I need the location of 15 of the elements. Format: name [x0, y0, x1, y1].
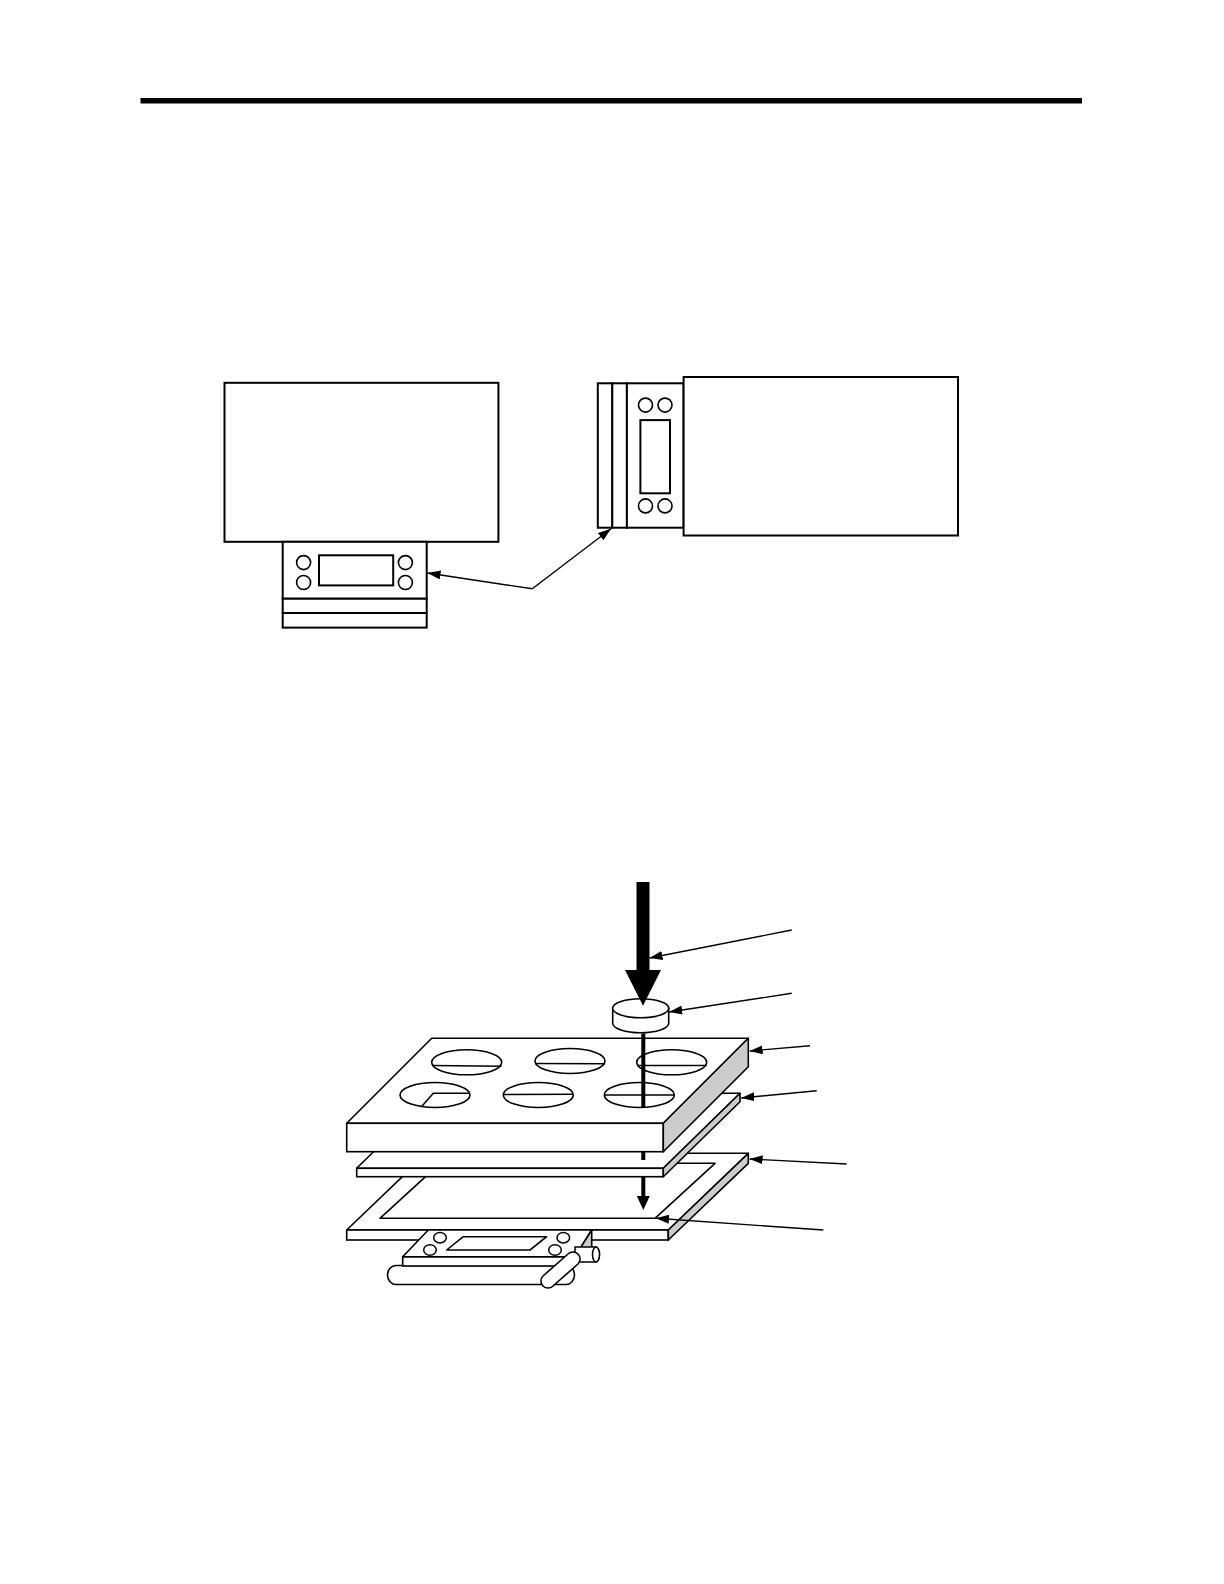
- instrument-housing: [682, 376, 959, 537]
- leader-line: [668, 992, 793, 1015]
- force-arrow: [625, 882, 661, 1006]
- leader-line: [740, 1090, 818, 1102]
- leader-line: [426, 570, 533, 590]
- reader-module-drawing: [596, 382, 685, 529]
- instrument-housing: [223, 381, 500, 543]
- leader-line: [748, 1045, 811, 1055]
- reader-module-drawing: [281, 540, 428, 629]
- leader-line: [748, 1155, 848, 1165]
- leader-line: [531, 528, 612, 590]
- well-plate-drawing: [345, 1037, 750, 1153]
- cylinder-puck: [611, 998, 670, 1034]
- leader-line: [655, 1214, 824, 1231]
- leader-line: [648, 929, 793, 960]
